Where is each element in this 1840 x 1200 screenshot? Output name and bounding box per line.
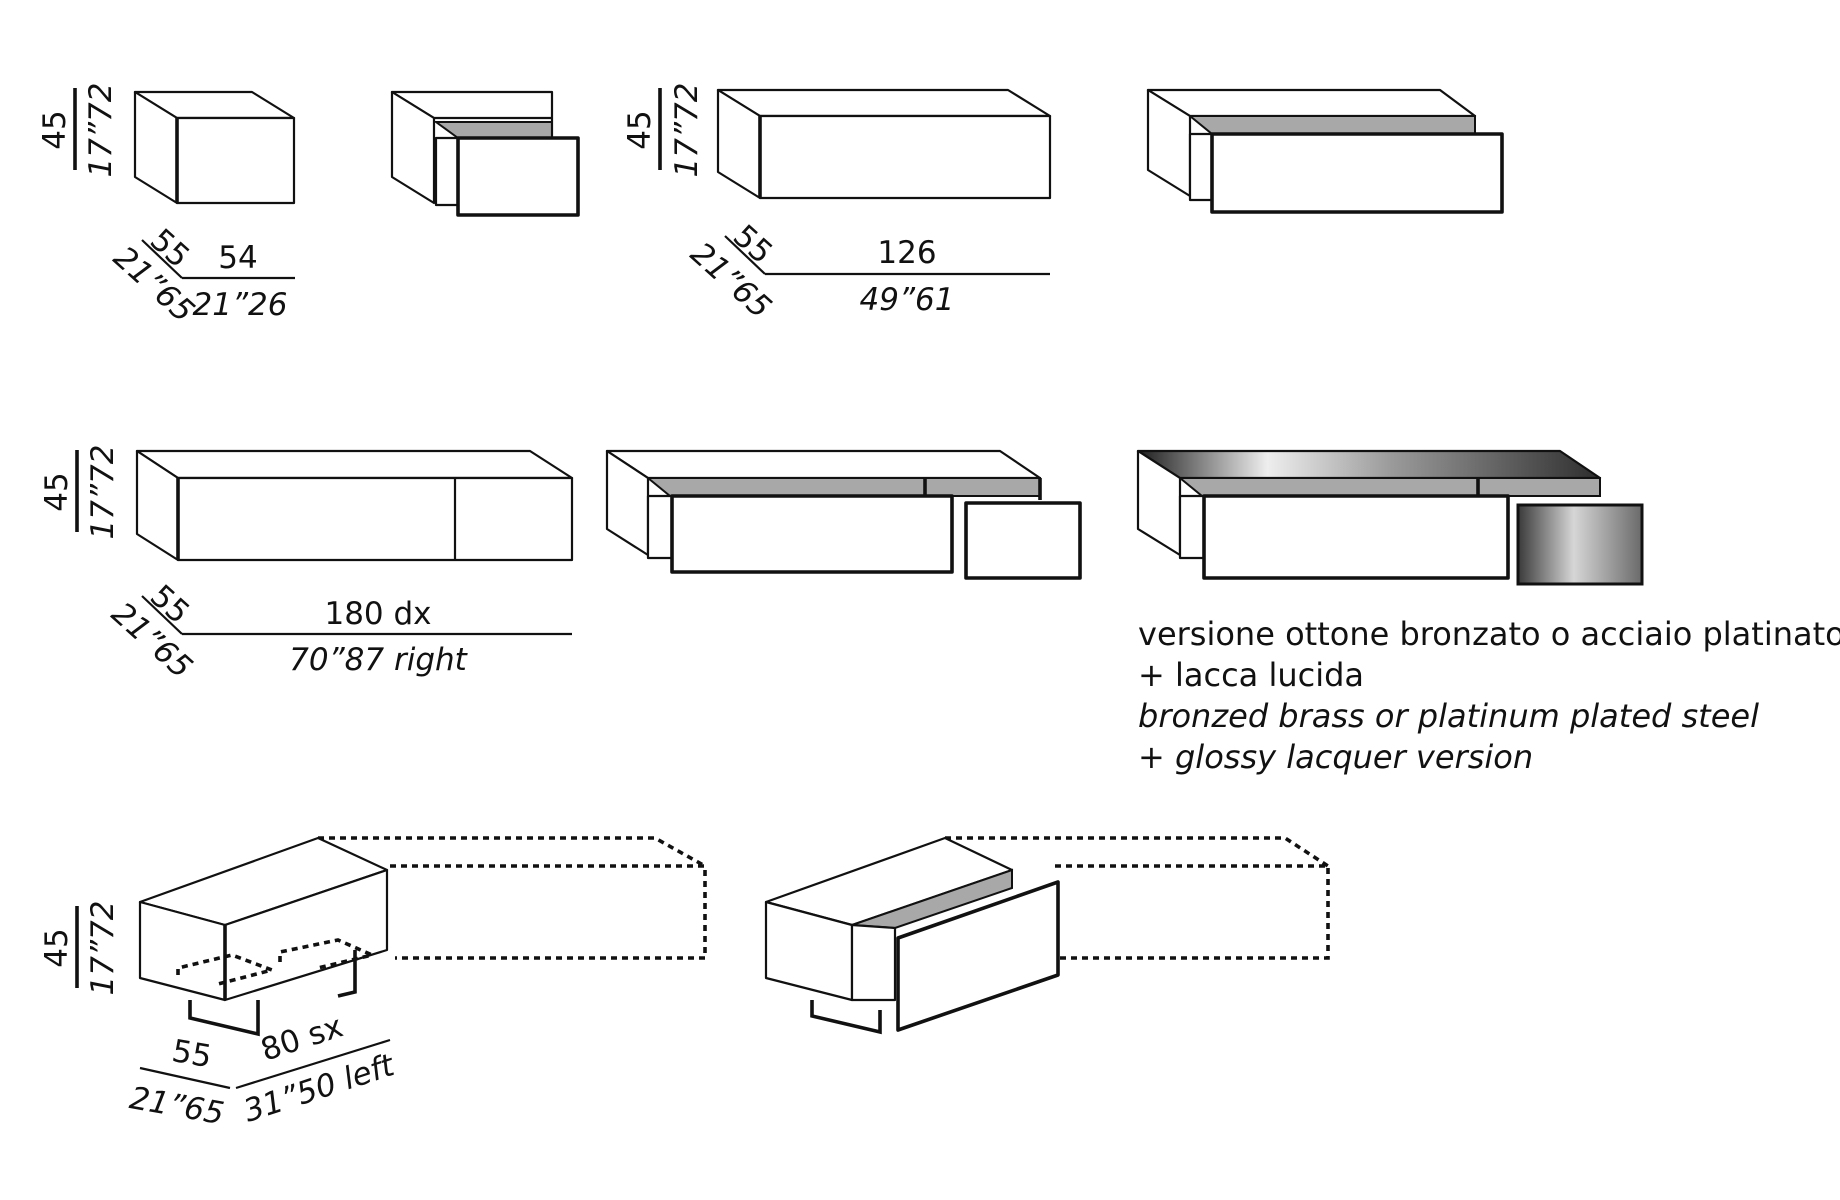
width-cm-label: 126 — [877, 235, 936, 271]
width-in-label: 70”87 right — [289, 642, 468, 678]
height-in-label: 17”72 — [85, 901, 121, 996]
width-in-label: 21”26 — [193, 287, 288, 323]
module-80-height-dimension: 45 17”72 — [39, 901, 121, 996]
module-80-corner-open — [764, 836, 1330, 1035]
module-54-closed — [133, 90, 296, 205]
width-in-label: 31”50 left — [239, 1047, 400, 1130]
finish-note-line-3: bronzed brass or platinum plated steel — [1138, 697, 1759, 735]
module-126-width-dimension: 55 21”65 126 49”61 — [683, 218, 1050, 326]
module-180-closed — [135, 449, 574, 562]
module-180-width-dimension: 55 21”65 180 dx 70”87 right — [104, 578, 572, 686]
module-126-closed — [716, 88, 1052, 200]
module-80-width-dimension: 55 21”65 80 sx 31”50 left — [127, 1008, 400, 1132]
height-cm-label: 45 — [37, 110, 73, 149]
finish-note-line-1: versione ottone bronzato o acciaio plati… — [1138, 615, 1840, 653]
height-cm-label: 45 — [39, 472, 75, 511]
module-54-open — [390, 90, 580, 217]
module-180-height-dimension: 45 17”72 — [39, 445, 121, 540]
module-126-height-dimension: 45 17”72 — [622, 83, 705, 178]
width-cm-label: 54 — [218, 240, 257, 276]
finish-note: versione ottone bronzato o acciaio plati… — [1138, 615, 1840, 776]
depth-cm-label: 55 — [169, 1033, 214, 1075]
width-cm-label: 80 sx — [256, 1008, 347, 1068]
module-126-open — [1146, 88, 1504, 214]
finish-note-line-2: + lacca lucida — [1138, 656, 1364, 694]
finish-note-line-4: + glossy lacquer version — [1138, 738, 1533, 776]
width-cm-label: 180 dx — [324, 596, 431, 632]
module-180-open — [605, 449, 1082, 580]
module-54-height-dimension: 45 17”72 — [37, 83, 119, 178]
height-in-label: 17”72 — [669, 83, 705, 178]
height-in-label: 17”72 — [83, 83, 119, 178]
height-cm-label: 45 — [622, 110, 658, 149]
depth-in-label: 21”65 — [127, 1080, 227, 1132]
module-80-corner-closed — [138, 836, 707, 1037]
height-in-label: 17”72 — [85, 445, 121, 540]
module-54-width-dimension: 55 21”65 54 21”26 — [106, 222, 295, 330]
width-in-label: 49”61 — [860, 282, 955, 318]
module-180-metal-version — [1136, 449, 1644, 586]
height-cm-label: 45 — [39, 928, 75, 967]
